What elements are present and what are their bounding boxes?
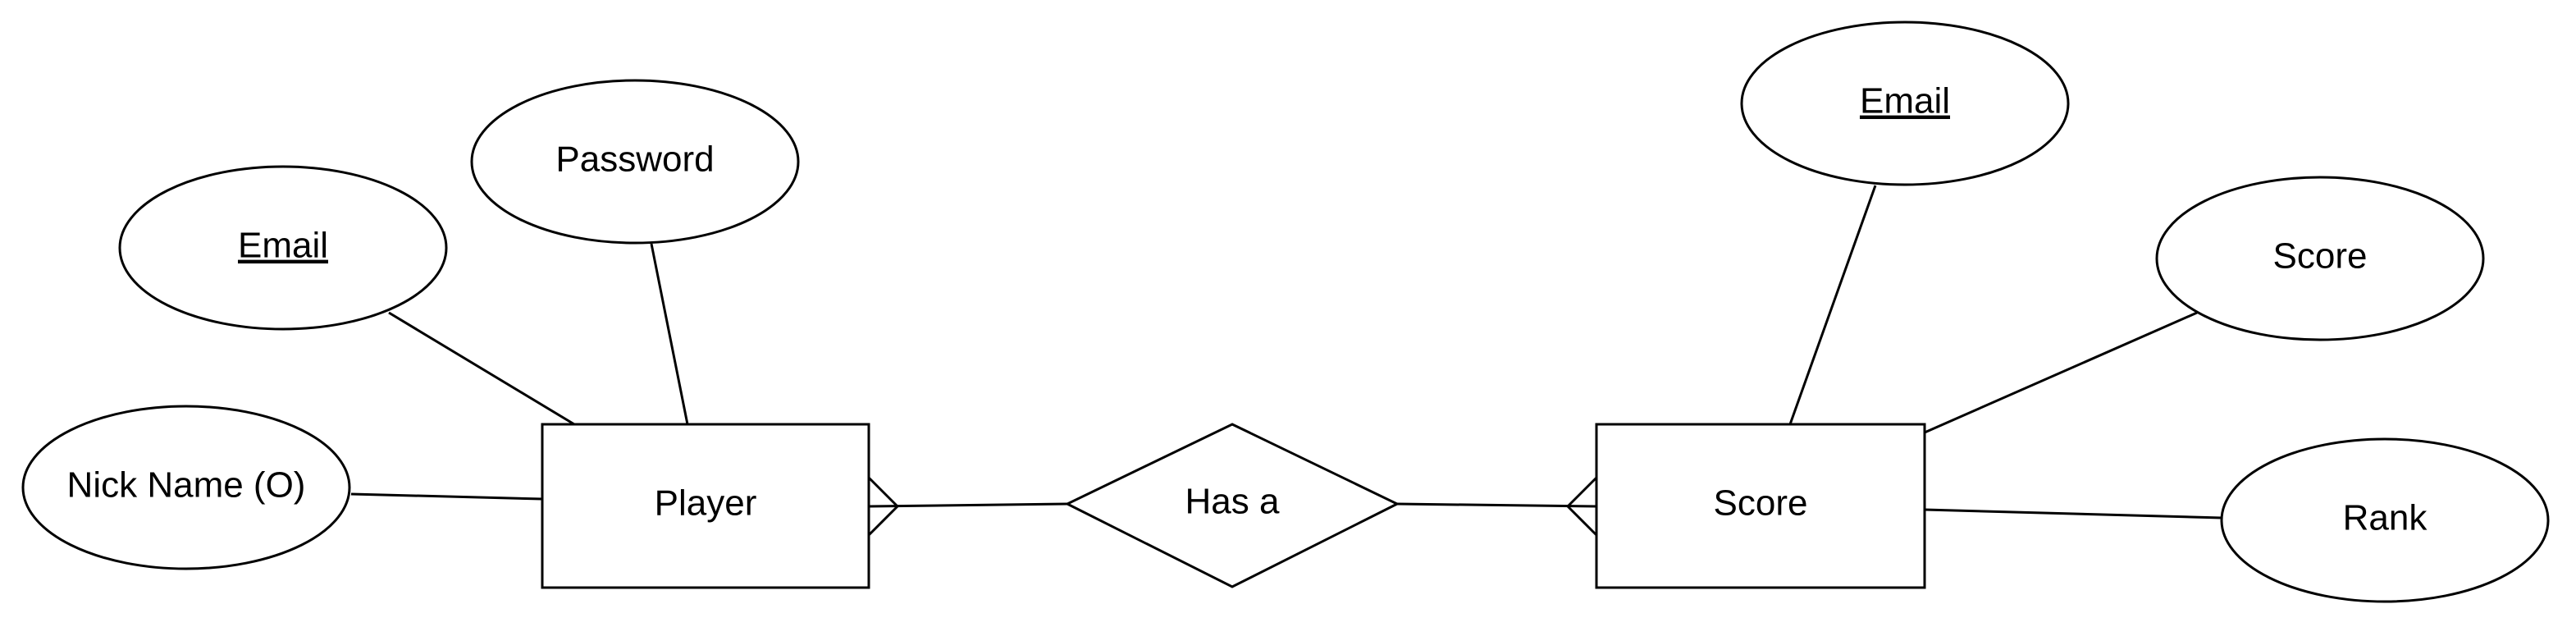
entity-score: Score xyxy=(1595,423,1926,589)
attribute-player-email-label: Email xyxy=(238,226,328,266)
attribute-player-password-label: Password xyxy=(555,140,714,180)
attribute-player-nickname-label: Nick Name (O) xyxy=(67,465,306,506)
relationship-has-a-label: Has a xyxy=(1185,482,1280,522)
entity-player: Player xyxy=(541,423,870,589)
entity-player-label: Player xyxy=(655,483,757,524)
crows-foot-player-upper xyxy=(867,476,899,508)
crows-foot-score-upper xyxy=(1566,476,1598,508)
attribute-player-nickname: Nick Name (O) xyxy=(21,405,351,570)
attribute-player-password: Password xyxy=(470,79,800,245)
crows-foot-score-lower xyxy=(1566,505,1598,537)
attribute-score-score-label: Score xyxy=(2273,236,2368,277)
attribute-score-email-label: Email xyxy=(1860,81,1950,121)
edge-player-nickname xyxy=(350,492,543,501)
relationship-edge-score xyxy=(1396,476,1598,537)
edge-player-email xyxy=(388,311,575,426)
attribute-score-score: Score xyxy=(2155,176,2485,341)
edge-score-rank xyxy=(1924,508,2222,519)
edge-score-email xyxy=(1788,185,1877,425)
edge-score-score xyxy=(1924,311,2198,434)
attribute-score-rank: Rank xyxy=(2220,437,2550,603)
attribute-score-rank-label: Rank xyxy=(2343,498,2428,538)
crows-foot-player-lower xyxy=(867,505,899,537)
entity-score-label: Score xyxy=(1714,483,1808,524)
attribute-score-email: Email xyxy=(1740,21,2070,186)
relationship-edge-player xyxy=(867,476,1068,537)
relationship-has-a: Has a xyxy=(1064,423,1400,588)
attribute-player-email: Email xyxy=(118,165,448,331)
edge-player-password xyxy=(650,243,689,425)
